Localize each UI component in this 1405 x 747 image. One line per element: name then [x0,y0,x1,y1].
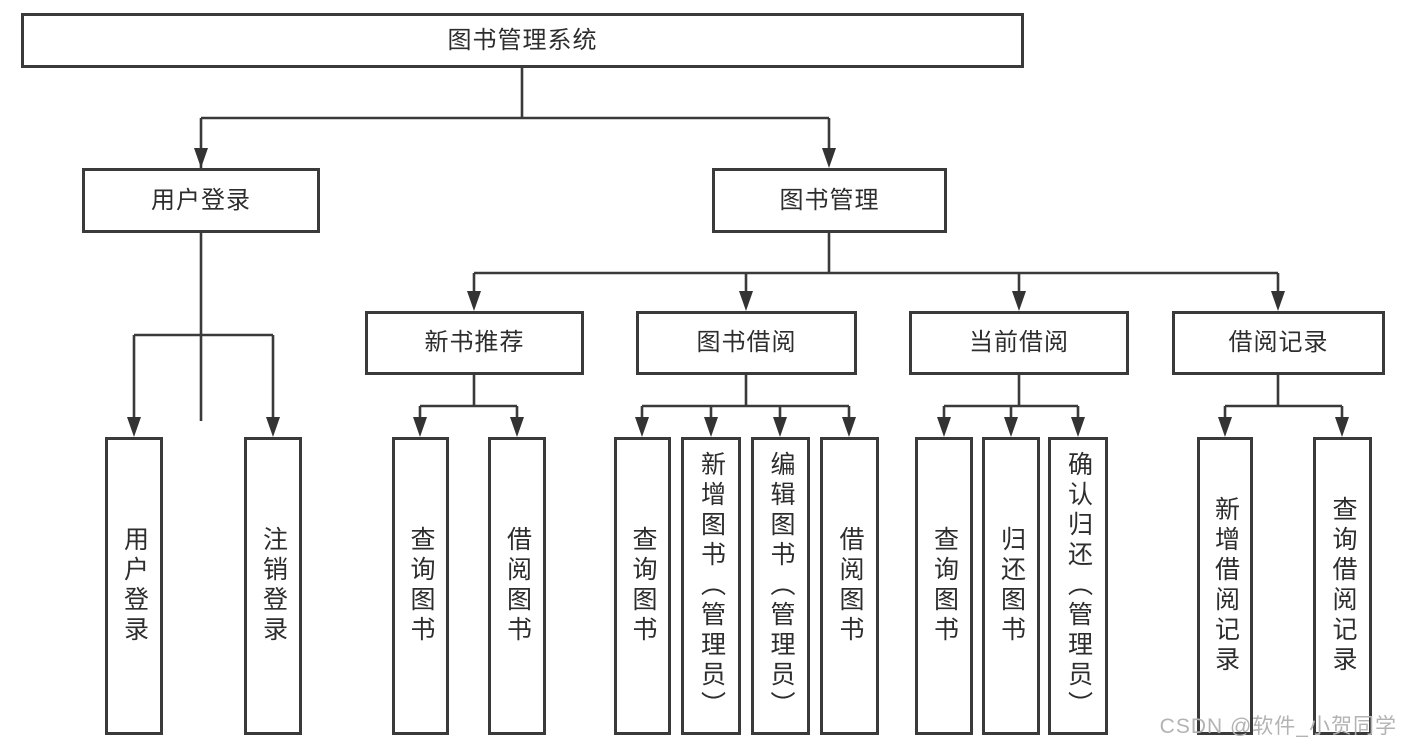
leaf-add-borrow-record: 新增借阅记录 [1197,437,1253,735]
node-book-borrowing: 图书借阅 [636,311,857,375]
leaf-query-books-3: 查询图书 [915,437,973,735]
node-library-management-system: 图书管理系统 [21,13,1024,68]
node-user-login-branch: 用户登录 [82,168,320,233]
node-current-borrowing: 当前借阅 [909,311,1129,375]
leaf-confirm-return-admin: 确认归还（管理员） [1048,437,1108,735]
leaf-add-book-admin: 新增图书（管理员） [681,437,741,735]
connector-line [132,68,1344,421]
leaf-user-login: 用户登录 [105,437,163,735]
leaf-query-books-1: 查询图书 [392,437,449,735]
leaf-query-books-2: 查询图书 [614,437,671,735]
node-new-book-recommendation: 新书推荐 [365,311,584,375]
leaf-edit-book-admin: 编辑图书（管理员） [751,437,810,735]
leaf-return-book: 归还图书 [982,437,1040,735]
node-book-management-branch: 图书管理 [712,168,947,233]
leaf-borrow-books-1: 借阅图书 [488,437,546,735]
leaf-query-borrow-record: 查询借阅记录 [1313,437,1372,735]
csdn-watermark: CSDN @软件_小贺同学 [1159,715,1397,738]
leaf-borrow-books-2: 借阅图书 [820,437,879,735]
leaf-logout: 注销登录 [244,437,302,735]
node-borrowing-records: 借阅记录 [1172,311,1385,375]
